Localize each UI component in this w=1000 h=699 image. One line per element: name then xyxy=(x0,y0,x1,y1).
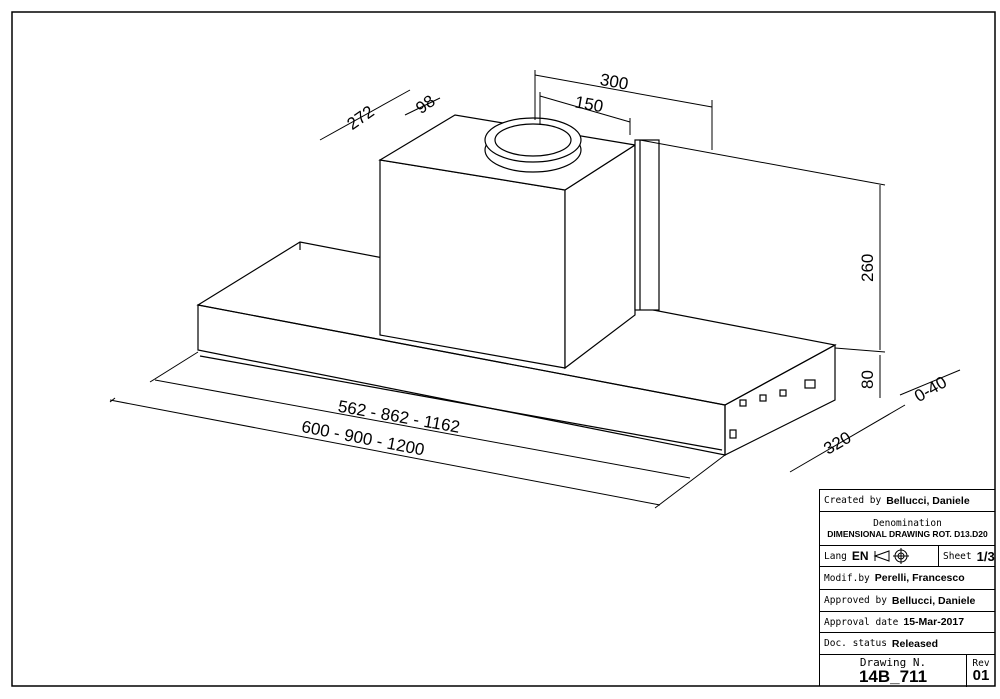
title-block: Created by Bellucci, Daniele Denominatio… xyxy=(819,489,995,687)
dim-150: 150 xyxy=(573,93,604,117)
approved-row: Approved by Bellucci, Daniele xyxy=(820,590,995,612)
rev-label: Rev xyxy=(972,657,990,669)
modif-value: Perelli, Francesco xyxy=(874,572,965,584)
dim-80: 80 xyxy=(858,370,877,389)
drawing-number-row: Drawing N. 14B_711 Rev 01 xyxy=(820,655,995,687)
status-value: Released xyxy=(891,637,939,650)
hood-drawing xyxy=(196,114,837,456)
approval-date-row: Approval date 15-Mar-2017 xyxy=(820,612,995,633)
drawing-label: Drawing N. xyxy=(859,656,927,669)
status-label: Doc. status xyxy=(824,638,887,649)
created-value: Bellucci, Daniele xyxy=(886,494,970,507)
lang-label: Lang xyxy=(824,550,847,562)
dimension-lines xyxy=(109,70,961,509)
hood-side-face xyxy=(724,343,836,456)
dim-0-40: 0-40 xyxy=(911,373,950,406)
modif-row: Modif.by Perelli, Francesco xyxy=(820,567,995,590)
approval-date-value: 15-Mar-2017 xyxy=(903,616,965,628)
status-row: Doc. status Released xyxy=(820,633,995,655)
rev-value: 01 xyxy=(972,667,990,685)
denomination-value: DIMENSIONAL DRAWING ROT. D13.D20 xyxy=(827,529,988,539)
drawing-value: 14B_711 xyxy=(858,667,928,686)
chimney-front-face xyxy=(379,159,566,369)
dim-320: 320 xyxy=(820,428,854,459)
approval-date-label: Approval date xyxy=(824,616,899,628)
sheet-value: 1/3 xyxy=(976,548,995,564)
lang-value: EN xyxy=(851,549,869,563)
denomination-label: Denomination xyxy=(873,518,942,529)
approved-value: Bellucci, Daniele xyxy=(891,594,976,607)
side-bracket xyxy=(634,139,660,311)
dim-98: 98 xyxy=(412,91,438,117)
approved-label: Approved by xyxy=(824,595,887,606)
created-label: Created by xyxy=(824,495,882,506)
projection-symbol-icon xyxy=(873,548,909,564)
sheet-border xyxy=(11,11,996,687)
lang-row: Lang EN Sheet 1/3 xyxy=(820,546,995,567)
modif-label: Modif.by xyxy=(824,572,870,584)
denomination-row: Denomination DIMENSIONAL DRAWING ROT. D1… xyxy=(820,512,995,546)
dim-272: 272 xyxy=(343,102,377,134)
dim-260: 260 xyxy=(858,254,877,282)
dim-300: 300 xyxy=(599,70,630,94)
created-row: Created by Bellucci, Daniele xyxy=(820,490,995,512)
sheet-label: Sheet xyxy=(943,550,972,562)
